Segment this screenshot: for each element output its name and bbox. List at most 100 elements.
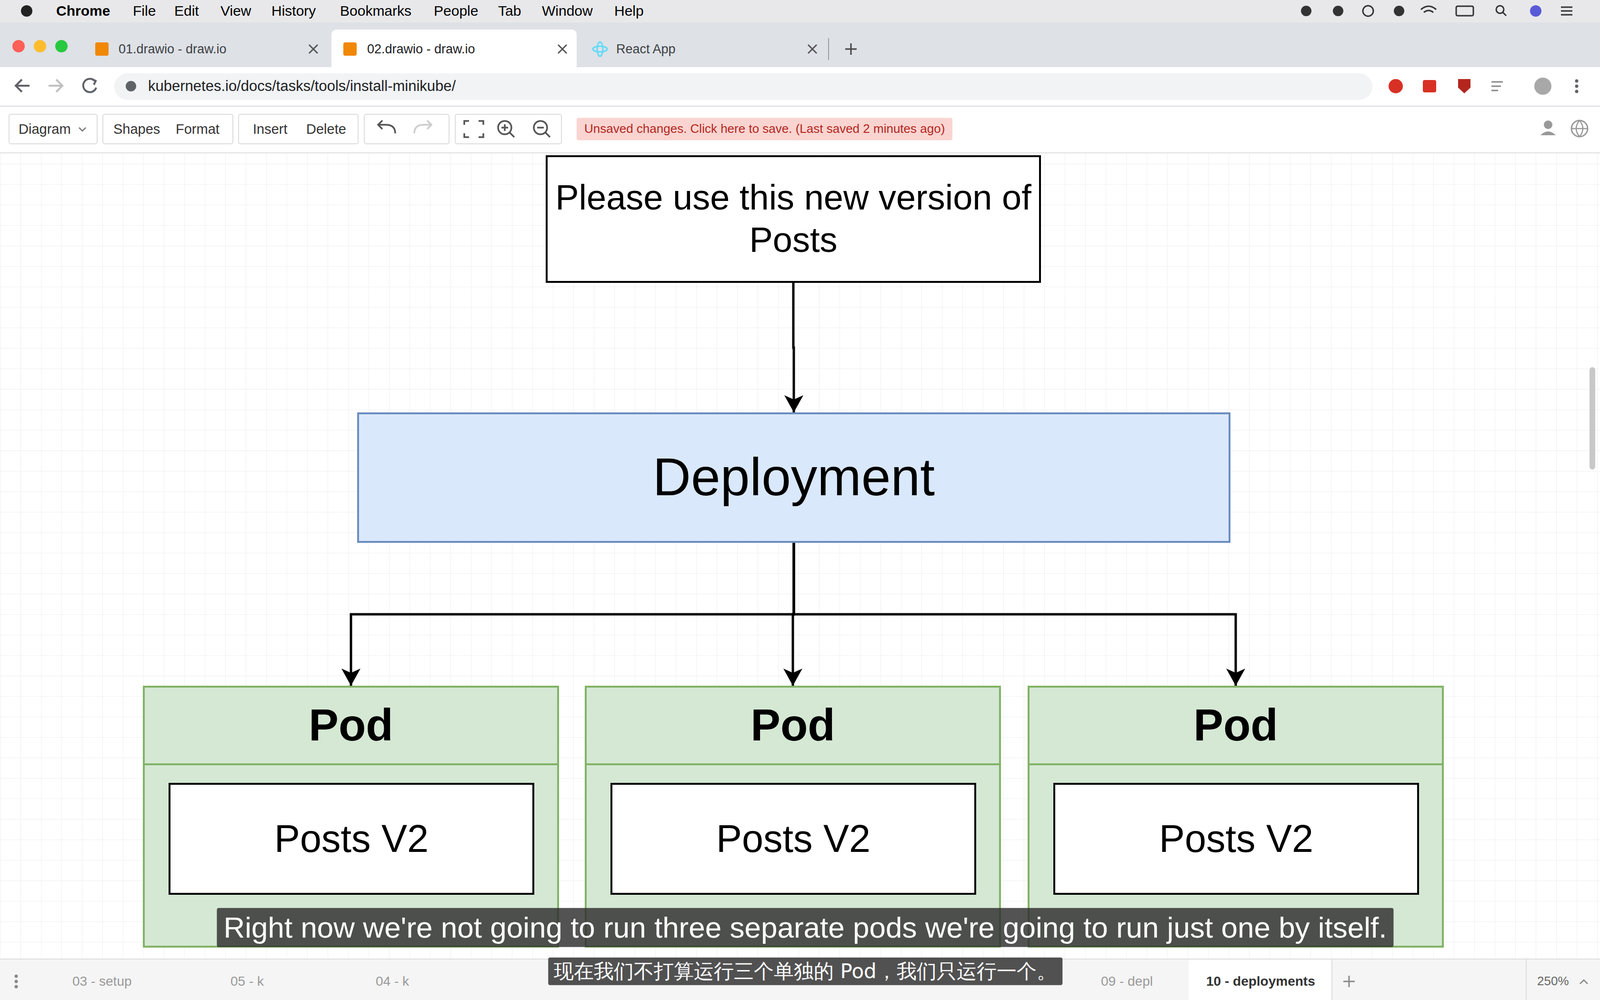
language-icon [1571,120,1588,137]
pages-menu [14,974,19,979]
window-button [55,40,68,53]
toolbar-button: Insert [252,120,288,138]
toolbar-group [238,114,359,144]
status-icon [1362,5,1374,17]
toolbar-group [455,114,562,144]
page-tab: 05 - k [230,973,264,990]
search-icon [1496,5,1504,14]
canvas-grid [0,153,1600,960]
scrollbar [1589,367,1596,470]
extension-icon [1422,80,1437,93]
url-text: kubernetes.io/docs/tasks/tools/install-m… [148,77,456,95]
toolbar-border [0,152,1600,154]
chrome-menu [1575,84,1579,89]
connector-arrow [793,282,794,413]
reload-button [83,79,97,93]
redo-icon [414,120,432,134]
site-info-icon [125,80,137,92]
zoom-level: 250% [1537,973,1570,989]
menu-item: History [271,2,316,20]
app-menu: Chrome [56,2,110,20]
tab-favicon [343,42,357,56]
extension-icon [1388,79,1403,94]
window-button [12,40,25,53]
menu-item: Tab [498,2,521,20]
box-label: Posts V2 [170,815,533,862]
toolbar-group [9,114,98,144]
tab-close [808,44,817,54]
menu-icon [1560,7,1573,15]
add-page-button [1343,975,1355,988]
pod-title: Pod [1029,687,1442,766]
menu-item: Edit [174,2,200,20]
box-label: Deployment [359,445,1229,510]
editor-toolbar [0,106,1600,153]
container-box: Posts V2 [610,782,977,895]
extension-icon [1491,81,1503,91]
reload-button [91,79,96,85]
search-icon [1502,12,1507,16]
wifi-icon [1420,6,1437,13]
battery-icon [1456,6,1474,16]
toolbar-button: Delete [306,120,347,138]
new-tab-button [845,43,857,55]
toolbar-button: Shapes [113,120,160,138]
toolbar-group [102,114,233,144]
menu-item: Window [541,2,593,20]
subtitle: 现在我们不打算运行三个单独的 Pod，我们只运行一个。 [548,957,1063,986]
menu-item: Bookmarks [340,2,412,20]
tab-favicon [597,41,603,57]
page-tab: 04 - k [375,973,410,990]
pages-menu [14,985,19,989]
menu-item: People [433,2,479,20]
zoom-chevron [1580,980,1588,984]
window-button [33,40,47,53]
url-field [114,73,1373,100]
status-icon [1393,5,1405,17]
fit-icon [464,120,484,138]
active-tab [331,29,577,68]
toolbar-group [364,114,450,144]
toolbar-button: Diagram [18,120,71,138]
container-box: Posts V2 [1053,782,1420,895]
box-label: Posts V2 [612,815,975,862]
page-tab: 09 - depl [1100,973,1153,990]
extension-icon [1458,79,1471,94]
page-tab: 03 - setup [72,973,132,990]
chrome-menu [1575,90,1579,94]
tab-separator [828,38,830,60]
page-tab-separator [1525,959,1527,1000]
zoom-out-icon [537,127,550,138]
tab-favicon [95,42,109,56]
chrome-menu [1575,79,1579,83]
tab-title: React App [616,41,676,57]
address-bar-border [0,105,1600,107]
tab-close [558,44,567,54]
menu-bar [0,0,1600,23]
tab-title: 02.drawio - draw.io [367,41,476,57]
connector-arrow [793,542,1236,686]
toolbar-button: Format [175,120,220,138]
page-tab-separator [1331,959,1333,1000]
menu-item: View [220,2,251,20]
pod-title: Pod [144,687,558,766]
canvas [0,153,1600,960]
dropdown-chevron [79,127,86,131]
apple-logo [20,5,33,17]
connector-arrow [350,542,794,686]
save-status: Unsaved changes. Click here to save. (La… [576,117,953,140]
status-icon [1332,5,1344,17]
pod-title: Pod [586,687,1000,766]
box-label: Please use this new version of Posts [547,176,1040,262]
menu-item: File [132,2,156,20]
user-icon [1543,120,1553,130]
tab-close [309,44,318,54]
address-bar [0,67,1600,107]
active-page-tab: 10 - deployments [1206,973,1316,990]
status-icon [1300,5,1312,17]
undo-icon [378,120,396,134]
language-icon [1571,120,1588,137]
menu-item: Help [614,2,644,20]
